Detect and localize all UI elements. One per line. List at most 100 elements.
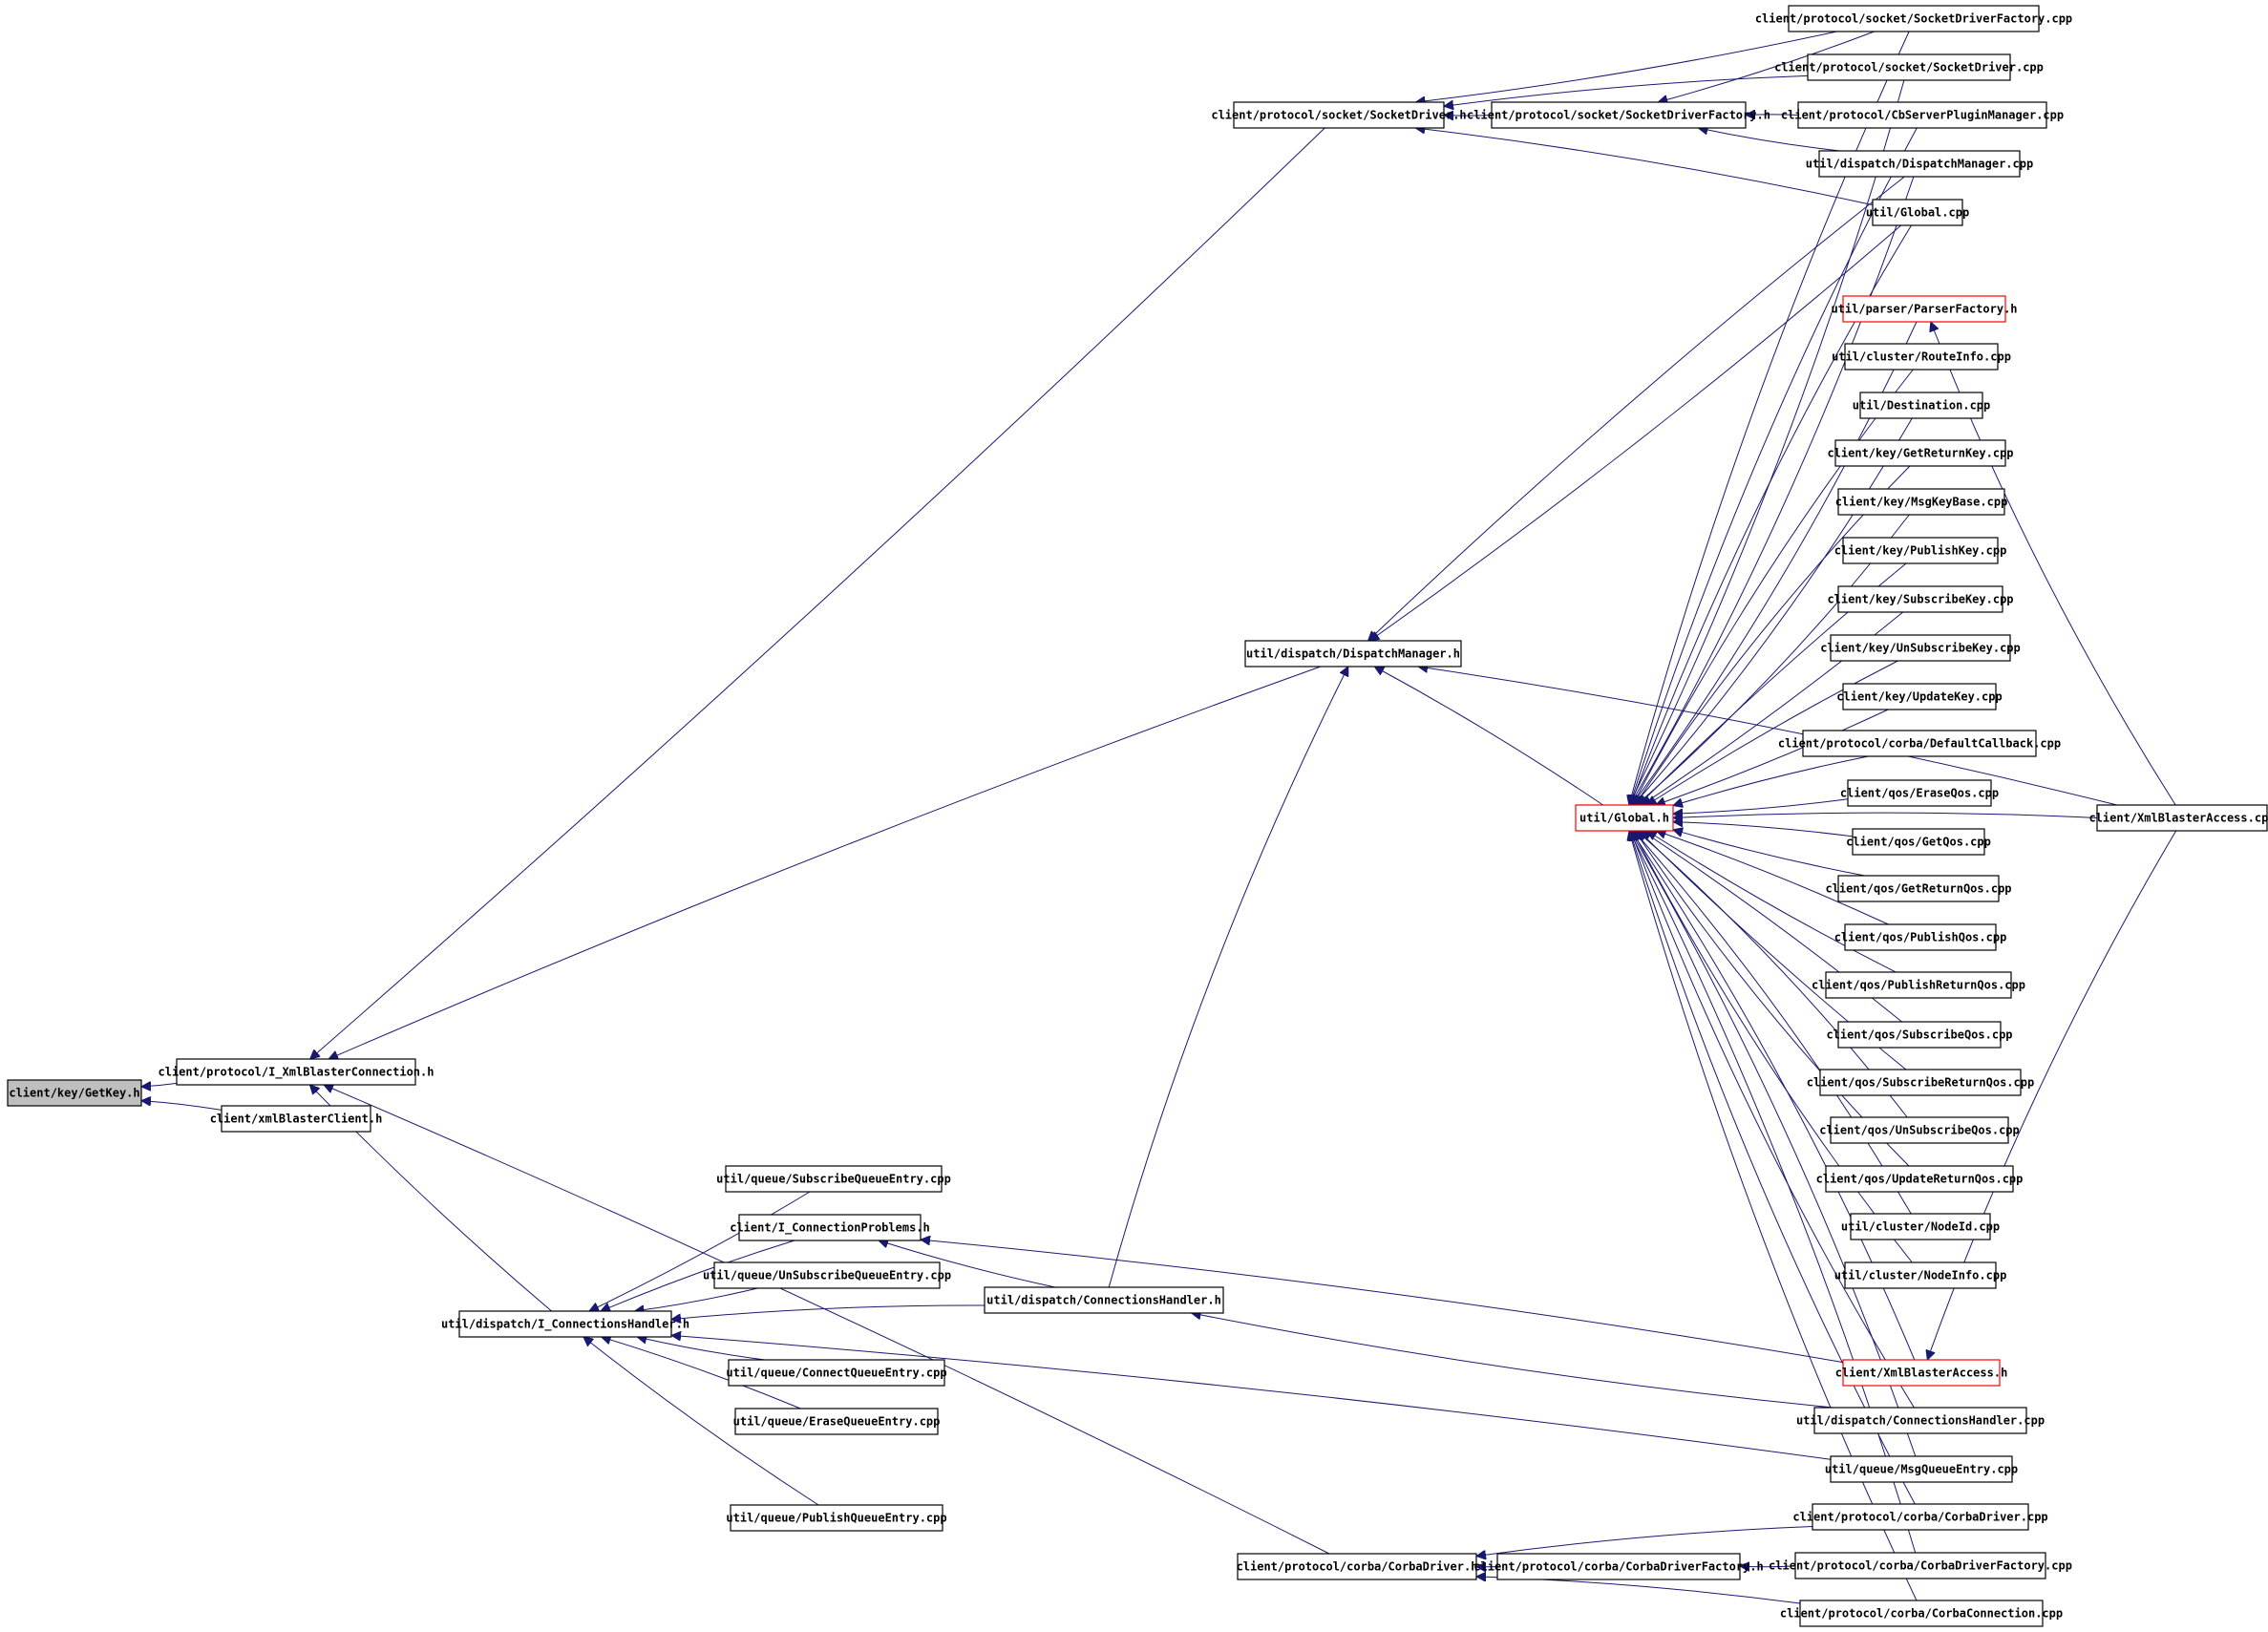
- node-box[interactable]: [738, 1214, 922, 1241]
- graph-node-subscribereturnqos[interactable]: client/qos/SubscribeReturnQos.cpp: [1807, 1069, 2034, 1096]
- graph-node-defaultcb[interactable]: client/protocol/corba/DefaultCallback.cp…: [1778, 730, 2061, 757]
- graph-node-global-cpp[interactable]: util/Global.cpp: [1866, 199, 1969, 226]
- graph-node-sockdrv-cpp[interactable]: client/protocol/socket/SocketDriver.cpp: [1774, 53, 2044, 81]
- graph-node-subscribekey[interactable]: client/key/SubscribeKey.cpp: [1827, 585, 2014, 613]
- graph-node-subscribeqos[interactable]: client/qos/SubscribeQos.cpp: [1826, 1021, 2013, 1049]
- graph-node-getqos[interactable]: client/qos/GetQos.cpp: [1846, 828, 1991, 856]
- graph-node-corbafact-cpp[interactable]: client/protocol/corba/CorbaDriverFactory…: [1769, 1552, 2072, 1579]
- node-box[interactable]: [221, 1105, 371, 1133]
- node-box[interactable]: [1813, 1407, 2027, 1434]
- node-box[interactable]: [728, 1359, 945, 1387]
- node-box[interactable]: [1830, 1455, 2013, 1483]
- node-box[interactable]: [7, 1079, 142, 1107]
- graph-node-corbadrv-cpp[interactable]: client/protocol/corba/CorbaDriver.cpp: [1792, 1503, 2048, 1531]
- node-box[interactable]: [1837, 1021, 2002, 1049]
- node-box[interactable]: [1842, 683, 1997, 710]
- graph-node-nodeid[interactable]: util/cluster/NodeId.cpp: [1841, 1213, 2000, 1240]
- node-box[interactable]: [1237, 1553, 1477, 1580]
- node-box[interactable]: [1575, 804, 1674, 832]
- node-box[interactable]: [1802, 730, 2037, 757]
- node-box[interactable]: [1847, 779, 1992, 807]
- node-box[interactable]: [1812, 1503, 2029, 1531]
- node-box[interactable]: [1491, 101, 1747, 129]
- node-box[interactable]: [458, 1310, 672, 1338]
- graph-node-publishkey[interactable]: client/key/PublishKey.cpp: [1834, 537, 2007, 564]
- node-box[interactable]: [1842, 537, 1999, 564]
- graph-node-routeinfo[interactable]: util/cluster/RouteInfo.cpp: [1832, 343, 2011, 371]
- graph-node-dispmgr-cpp[interactable]: util/dispatch/DispatchManager.cpp: [1806, 150, 2033, 178]
- node-box[interactable]: [1837, 488, 2005, 516]
- graph-node-getreturnkey[interactable]: client/key/GetReturnKey.cpp: [1827, 439, 2014, 467]
- node-box[interactable]: [730, 1504, 943, 1532]
- node-box[interactable]: [1844, 923, 1997, 951]
- graph-node-publishqos[interactable]: client/qos/PublishQos.cpp: [1834, 923, 2007, 951]
- node-box[interactable]: [1818, 150, 2021, 178]
- graph-node-connectqueue[interactable]: util/queue/ConnectQueueEntry.cpp: [726, 1359, 947, 1387]
- node-box[interactable]: [734, 1408, 939, 1435]
- node-box[interactable]: [1844, 343, 1999, 371]
- graph-node-getreturnqos[interactable]: client/qos/GetReturnQos.cpp: [1825, 875, 2012, 902]
- graph-node-xbclient[interactable]: client/xmlBlasterClient.h: [210, 1105, 383, 1133]
- graph-node-eraseqos[interactable]: client/qos/EraseQos.cpp: [1840, 779, 1999, 807]
- graph-node-iconnhandler[interactable]: util/dispatch/I_ConnectionsHandler.h: [441, 1310, 689, 1338]
- node-box[interactable]: [1788, 5, 2040, 32]
- graph-node-xba-h[interactable]: client/XmlBlasterAccess.h: [1835, 1359, 2008, 1387]
- graph-node-msgkeybase[interactable]: client/key/MsgKeyBase.cpp: [1835, 488, 2008, 516]
- graph-node-updatereturnqos[interactable]: client/qos/UpdateReturnQos.cpp: [1816, 1165, 2024, 1193]
- node-box[interactable]: [1819, 1069, 2022, 1096]
- graph-node-ixbc[interactable]: client/protocol/I_XmlBlasterConnection.h: [159, 1058, 435, 1086]
- node-box[interactable]: [1825, 971, 2012, 999]
- graph-node-sockfact-cpp[interactable]: client/protocol/socket/SocketDriverFacto…: [1755, 5, 2072, 32]
- graph-node-dispmgr-h[interactable]: util/dispatch/DispatchManager.h: [1244, 640, 1462, 668]
- graph-node-corbadrv-h[interactable]: client/protocol/corba/CorbaDriver.h: [1237, 1553, 1478, 1580]
- graph-node-unsubscribekey[interactable]: client/key/UnSubscribeKey.cpp: [1820, 634, 2021, 662]
- graph-node-parserfact[interactable]: util/parser/ParserFactory.h: [1831, 295, 2018, 323]
- graph-node-cbplugin[interactable]: client/protocol/CbServerPluginManager.cp…: [1781, 101, 2064, 129]
- node-box[interactable]: [1837, 875, 2000, 902]
- node-box[interactable]: [1797, 101, 2047, 129]
- graph-node-connhandler-h[interactable]: util/dispatch/ConnectionsHandler.h: [984, 1286, 1224, 1314]
- graph-node-msgqueueentry[interactable]: util/queue/MsgQueueEntry.cpp: [1825, 1455, 2018, 1483]
- graph-node-global-h[interactable]: util/Global.h: [1575, 804, 1674, 832]
- graph-node-destination[interactable]: util/Destination.cpp: [1853, 392, 1991, 419]
- node-box[interactable]: [1850, 1213, 1991, 1240]
- node-box[interactable]: [984, 1286, 1224, 1314]
- graph-node-publishreturnqos[interactable]: client/qos/PublishReturnQos.cpp: [1812, 971, 2025, 999]
- graph-node-connhandler-cpp[interactable]: util/dispatch/ConnectionsHandler.cpp: [1796, 1407, 2045, 1434]
- node-box[interactable]: [1859, 392, 1983, 419]
- graph-node-getkey[interactable]: client/key/GetKey.h: [7, 1079, 142, 1107]
- node-box[interactable]: [1842, 1359, 2001, 1387]
- node-box[interactable]: [1844, 1261, 1997, 1289]
- node-box[interactable]: [1830, 1116, 2009, 1144]
- node-box[interactable]: [1799, 1600, 2044, 1627]
- node-box[interactable]: [725, 1165, 943, 1193]
- node-box[interactable]: [1496, 1553, 1741, 1580]
- graph-node-erasequeue[interactable]: util/queue/EraseQueueEntry.cpp: [733, 1408, 941, 1435]
- graph-node-unsubqueue[interactable]: util/queue/UnSubscribeQueueEntry.cpp: [703, 1261, 951, 1289]
- graph-node-sockdrv-h[interactable]: client/protocol/socket/SocketDriver.h: [1211, 101, 1467, 129]
- graph-node-corbafact-h[interactable]: client/protocol/corba/CorbaDriverFactory…: [1473, 1553, 1764, 1580]
- node-box[interactable]: [1794, 1552, 2046, 1579]
- node-box[interactable]: [1830, 634, 2011, 662]
- node-box[interactable]: [1842, 295, 2006, 323]
- node-box[interactable]: [1244, 640, 1462, 668]
- graph-node-subqueue[interactable]: util/queue/SubscribeQueueEntry.cpp: [716, 1165, 951, 1193]
- node-box[interactable]: [2096, 804, 2268, 832]
- node-box[interactable]: [1852, 828, 1985, 856]
- graph-node-corbaconn-cpp[interactable]: client/protocol/corba/CorbaConnection.cp…: [1780, 1600, 2063, 1627]
- graph-node-updatekey[interactable]: client/key/UpdateKey.cpp: [1836, 683, 2003, 710]
- node-box[interactable]: [1233, 101, 1445, 129]
- node-box[interactable]: [176, 1058, 416, 1086]
- node-box[interactable]: [713, 1261, 941, 1289]
- node-box[interactable]: [1837, 585, 2003, 613]
- node-box[interactable]: [1872, 199, 1963, 226]
- graph-node-publishqueue[interactable]: util/queue/PublishQueueEntry.cpp: [726, 1504, 947, 1532]
- node-box[interactable]: [1834, 439, 2006, 467]
- graph-node-nodeinfo[interactable]: util/cluster/NodeInfo.cpp: [1834, 1261, 2007, 1289]
- graph-node-sockfact-h[interactable]: client/protocol/socket/SocketDriverFacto…: [1467, 101, 1770, 129]
- graph-node-iconnprob[interactable]: client/I_ConnectionProblems.h: [730, 1214, 930, 1241]
- node-box[interactable]: [1807, 53, 2011, 81]
- graph-node-xba-cpp[interactable]: client/XmlBlasterAccess.cpp: [2088, 804, 2268, 832]
- node-box[interactable]: [1825, 1165, 2014, 1193]
- graph-node-unsubscribeqos[interactable]: client/qos/UnSubscribeQos.cpp: [1819, 1116, 2020, 1144]
